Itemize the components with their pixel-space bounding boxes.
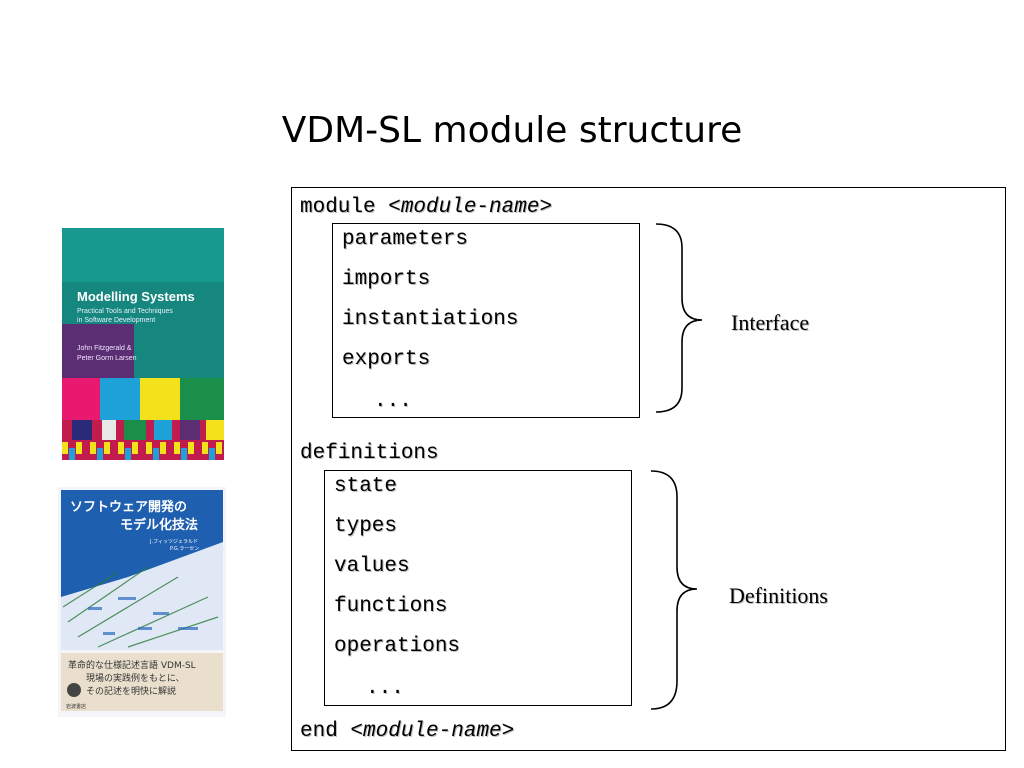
definitions-brace-icon: [650, 470, 698, 710]
book2-title-1: ソフトウェア開発の: [70, 499, 187, 515]
interface-box: [332, 223, 640, 418]
end-keyword: end: [300, 720, 351, 743]
book1-author-1: John Fitzgerald &: [77, 345, 132, 352]
definition-item-ellipsis: ...: [366, 677, 404, 700]
book1-title: Modelling Systems: [77, 289, 195, 304]
book2-publisher: 岩波書店: [66, 703, 86, 710]
interface-item: parameters: [342, 228, 469, 251]
definitions-keyword: definitions: [300, 442, 439, 465]
definition-item: state: [334, 475, 398, 498]
module-end-line: end <module-name>: [300, 720, 514, 743]
publisher-logo-icon: [67, 683, 81, 697]
slide-title: VDM-SL module structure: [0, 110, 1024, 151]
end-module-name-placeholder: <module-name>: [350, 720, 515, 743]
definition-item: functions: [334, 595, 448, 618]
book2-author-2: P.G.ラーセン: [170, 546, 199, 552]
definitions-label: Definitions: [729, 583, 828, 608]
definition-item: values: [334, 555, 410, 578]
module-name-placeholder: <module-name>: [388, 196, 553, 219]
book2-author-1: J.フィッツジェラルド: [149, 539, 198, 545]
book2-band-1: 革命的な仕様記述言語 VDM-SL: [68, 659, 196, 671]
definition-item: types: [334, 515, 398, 538]
book-cover-japanese: ソフトウェア開発の モデル化技法 J.フィッツジェラルド P.G.ラーセン 革命…: [58, 487, 226, 717]
definition-item: operations: [334, 635, 461, 658]
book-cover-2-art: ソフトウェア開発の モデル化技法 J.フィッツジェラルド P.G.ラーセン 革命…: [58, 487, 226, 717]
interface-item: instantiations: [342, 308, 519, 331]
book2-band-3: その記述を明快に解説: [86, 685, 176, 697]
book1-author-2: Peter Gorm Larsen: [77, 355, 137, 362]
interface-label: Interface: [731, 310, 810, 335]
book1-subtitle-2: in Software Development: [77, 317, 155, 324]
book-cover-1-art: Modelling Systems Practical Tools and Te…: [62, 228, 224, 460]
module-keyword: module: [300, 196, 389, 219]
slide-title-text: VDM-SL module structure: [281, 110, 743, 151]
interface-item-ellipsis: ...: [374, 390, 412, 413]
definitions-box: [324, 470, 632, 706]
book1-subtitle-1: Practical Tools and Techniques: [77, 308, 173, 315]
module-header-line: module <module-name>: [300, 196, 552, 219]
interface-item: exports: [342, 348, 431, 371]
interface-item: imports: [342, 268, 431, 291]
book2-band-2: 現場の実践例をもとに、: [86, 672, 185, 684]
book2-title-2: モデル化技法: [120, 517, 198, 533]
book-cover-modelling-systems: Modelling Systems Practical Tools and Te…: [62, 228, 224, 460]
module-structure-panel: [291, 187, 1006, 751]
interface-brace-icon: [655, 223, 703, 413]
